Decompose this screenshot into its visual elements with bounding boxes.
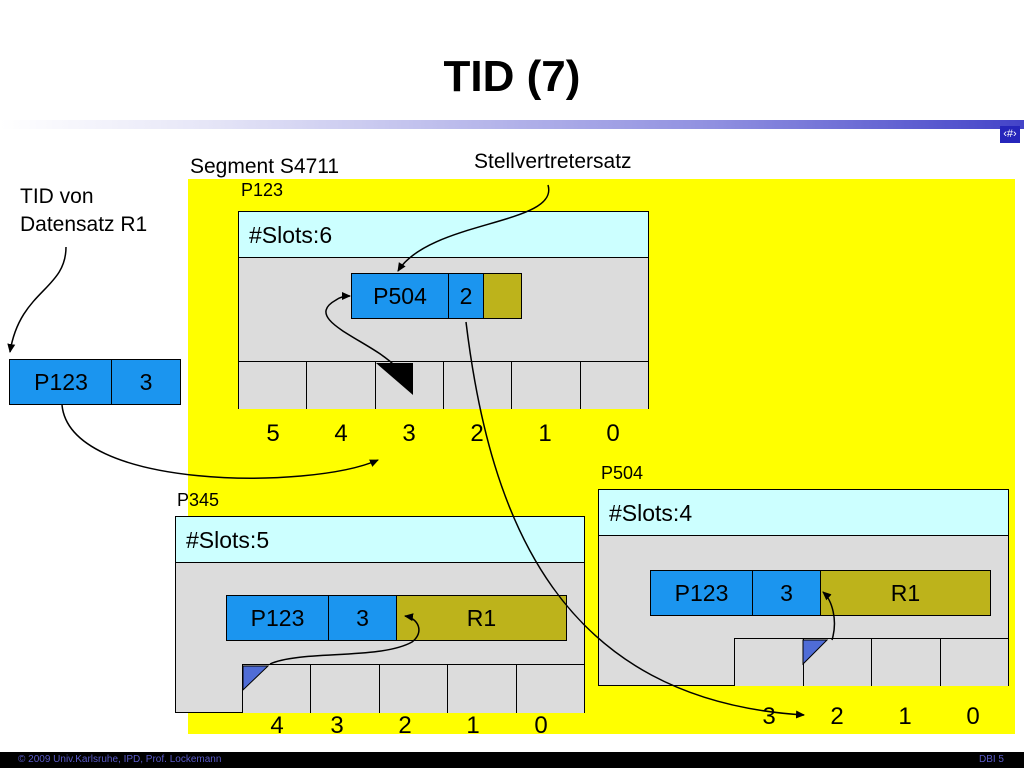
tid-to-p123-arrow	[61, 404, 379, 479]
page-p504-name: P504	[601, 463, 644, 483]
p123-slot-number: 2	[470, 420, 484, 447]
p345-slot-number: 3	[330, 712, 344, 739]
p123-slot-number: 4	[334, 420, 348, 447]
p123-slot-number: 1	[538, 420, 552, 447]
p123-slot-number: 0	[606, 420, 620, 447]
page-p123-name: P123	[241, 180, 284, 200]
title-rule	[0, 120, 1024, 129]
p345-slot-2	[378, 664, 448, 713]
p345-slot-number: 1	[466, 712, 480, 739]
p345-slot-number: 2	[398, 712, 412, 739]
p504-slot-number: 0	[966, 703, 980, 730]
p504-slot-number: 3	[762, 703, 776, 730]
tid-slot-cell: 3	[111, 359, 181, 405]
footer-bar: © 2009 Univ.Karlsruhe, IPD, Prof. Lockem…	[0, 752, 1024, 768]
p123-slot-1	[511, 361, 580, 409]
p123-record-page: P504	[351, 273, 449, 319]
p345-record-data: R1	[396, 595, 567, 641]
p123-slot-to-record-arrow	[325, 292, 396, 367]
p504-record-slot: 3	[752, 570, 821, 616]
stellvertreter-label: Stellvertretersatz	[474, 150, 632, 173]
p123-slot-0	[579, 361, 649, 409]
page-p345-header: #Slots:5	[176, 517, 584, 563]
p345-record-page: P123	[226, 595, 329, 641]
slide-title: TID (7)	[443, 52, 581, 101]
p123-slot-2	[442, 361, 512, 409]
p345-slot-3	[310, 664, 379, 713]
p504-slot-1	[871, 638, 940, 686]
p345-record-slot: 3	[328, 595, 397, 641]
p123-record-data	[483, 273, 522, 319]
p345-slot-number: 4	[270, 712, 284, 739]
segment-label: Segment S4711	[190, 155, 340, 178]
tid-page-cell: P123	[9, 359, 113, 405]
p123-slot3-marker	[376, 363, 413, 395]
p345-slot4-marker	[242, 665, 270, 692]
page-p504-header: #Slots:4	[599, 490, 1008, 536]
p504-slot-0	[939, 638, 1009, 686]
p504-record-data: R1	[820, 570, 991, 616]
proxy-to-p504-arrow	[465, 321, 805, 719]
page-p123-header: #Slots:6	[239, 212, 648, 258]
p123-slot-4	[306, 361, 375, 409]
p504-record-page: P123	[650, 570, 753, 616]
page-p504-slot-directory	[734, 638, 1009, 686]
footer-slide-id: DBI 5	[978, 754, 1004, 765]
p504-slot2-marker	[802, 639, 829, 666]
tid-label-line2: Datensatz R1	[20, 213, 148, 236]
p123-slot-number: 5	[266, 420, 280, 447]
tid-label-line1: TID von	[20, 185, 94, 208]
p345-slot-1	[447, 664, 516, 713]
slide-number-badge: ‹#›	[1000, 126, 1020, 143]
p345-slot-to-record-arrow	[269, 613, 420, 665]
tid-label-arrow	[7, 246, 67, 353]
p504-slot-to-record-arrow	[822, 591, 836, 641]
p345-slot-number: 0	[534, 712, 548, 739]
p345-slot-0	[515, 664, 586, 713]
stellvertreter-arrow	[397, 184, 550, 272]
p123-slot-5	[238, 361, 307, 409]
p504-slot-number: 1	[898, 703, 912, 730]
p123-record-slot: 2	[448, 273, 484, 319]
p504-slot-3	[734, 638, 803, 686]
footer-copyright: © 2009 Univ.Karlsruhe, IPD, Prof. Lockem…	[18, 754, 222, 765]
page-p345-name: P345	[177, 490, 220, 510]
p123-slot-number: 3	[402, 420, 416, 447]
p504-slot-number: 2	[830, 703, 844, 730]
page-p345-slot-directory	[242, 664, 586, 713]
